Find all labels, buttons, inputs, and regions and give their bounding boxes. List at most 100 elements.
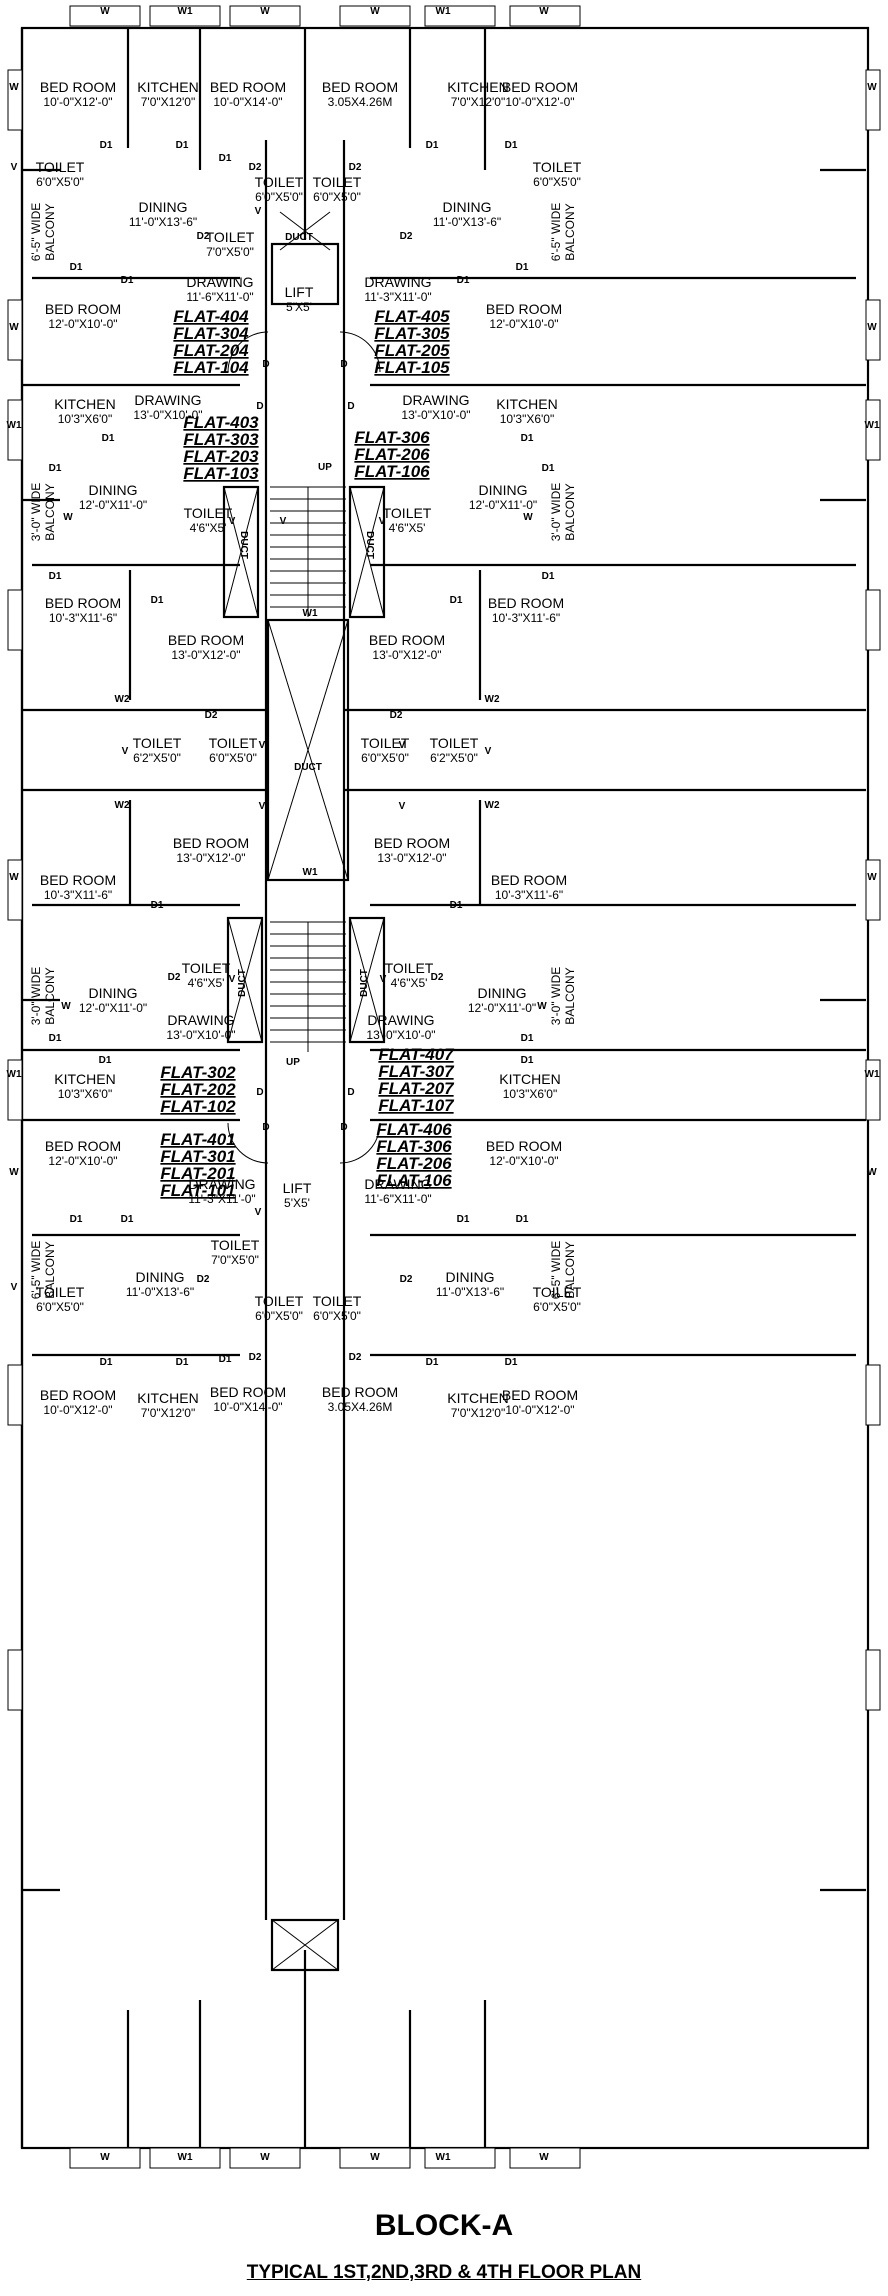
room-name: BED ROOM [210, 1384, 286, 1400]
room-name: BED ROOM [40, 79, 116, 95]
room-dimension: 12'-0"X10'-0" [48, 1154, 117, 1168]
door-tag: D [340, 359, 347, 370]
room-dimension: 6'0"X5'0" [313, 190, 361, 204]
door-tag: D1 [49, 463, 62, 474]
room-name: DINING [89, 482, 138, 498]
vent-tag: V [255, 206, 262, 217]
door-tag: D1 [505, 1357, 518, 1368]
door-tag: D [256, 401, 263, 412]
balcony-label: 3'-0" WIDE [29, 967, 43, 1026]
vent-tag: V [259, 740, 266, 751]
room-name: TOILET [255, 174, 304, 190]
flat-number: FLAT-403 [183, 413, 259, 432]
flat-number: FLAT-301 [160, 1147, 235, 1166]
door-swing-arc [339, 331, 381, 373]
vent-tag: V [229, 516, 236, 527]
flat-number: FLAT-404 [173, 307, 249, 326]
room-name: TOILET [430, 735, 479, 751]
room-dimension: 10'-3"X11'-6" [44, 888, 112, 902]
window-tag: W2 [115, 694, 130, 705]
room-name: BED ROOM [502, 79, 578, 95]
room-name: DINING [139, 199, 188, 215]
window-left [7, 1059, 23, 1121]
room-dimension: 6'0"X5'0" [533, 1300, 581, 1314]
balcony-label: 3'-0" WIDE [549, 967, 563, 1026]
window-right [865, 1059, 881, 1121]
window-tag: W [61, 1001, 71, 1012]
room-name: BED ROOM [374, 835, 450, 851]
door-tag: D2 [431, 972, 444, 983]
room-dimension: 11'-0"X13'-6" [433, 215, 501, 229]
windows [7, 5, 881, 2169]
flat-number: FLAT-206 [376, 1154, 452, 1173]
room-name: KITCHEN [447, 1390, 508, 1406]
door-swing-arc [227, 331, 269, 373]
window-left [7, 589, 23, 651]
lift-cross-2 [271, 1919, 339, 1971]
window-tag: W1 [178, 2152, 193, 2163]
room-dimension: 6'0"X5'0" [255, 1309, 303, 1323]
duct-north-cross-2 [279, 211, 331, 251]
duct-ne-cross-2 [349, 486, 385, 618]
room-name: TOILET [182, 960, 231, 976]
room-dimension: 4'6"X5' [389, 521, 426, 535]
room-dimension: 6'0"X5'0" [361, 751, 409, 765]
room-name: KITCHEN [137, 1390, 198, 1406]
labels: BED ROOM10'-0"X12'-0"KITCHEN7'0"X12'0"BE… [7, 6, 880, 2163]
door-tag: D1 [100, 1357, 113, 1368]
balcony-label: BALCONY [563, 967, 577, 1024]
window-right [865, 859, 881, 921]
window-tag: W1 [436, 2152, 451, 2163]
room-name: BED ROOM [322, 1384, 398, 1400]
stair-up-label: UP [318, 462, 332, 473]
balcony-label: BALCONY [563, 203, 577, 260]
window-tag: W [539, 2152, 549, 2163]
room-name: BED ROOM [168, 632, 244, 648]
room-name: BED ROOM [45, 301, 121, 317]
room-dimension: 10'3"X6'0" [500, 412, 554, 426]
flat-number: FLAT-106 [376, 1171, 452, 1190]
balcony-label: BALCONY [43, 1241, 57, 1298]
room-dimension: 7'0"X5'0" [211, 1253, 259, 1267]
window-bottom [424, 2147, 496, 2169]
room-dimension: 3.05X4.26M [328, 95, 393, 109]
window-bottom [69, 2147, 141, 2169]
room-dimension: 10'-3"X11'-6" [49, 611, 117, 625]
room-dimension: 11'-6"X11'-0" [364, 1192, 431, 1206]
vent-tag: V [11, 162, 18, 173]
window-tag: W [867, 82, 877, 93]
door-tag: D1 [516, 1214, 529, 1225]
room-name: DRAWING [364, 1176, 431, 1192]
room-dimension: 6'0"X5'0" [209, 751, 257, 765]
room-name: TOILET [209, 735, 258, 751]
room-dimension: 4'6"X5' [391, 976, 428, 990]
flat-number: FLAT-406 [376, 1120, 452, 1139]
room-name: DINING [443, 199, 492, 215]
window-top [424, 5, 496, 27]
room-dimension: 10'-0"X12'-0" [505, 95, 574, 109]
flat-number: FLAT-405 [374, 307, 450, 326]
room-dimension: 7'0"X12'0" [141, 1406, 195, 1420]
room-dimension: 6'0"X5'0" [36, 175, 84, 189]
door-tag: D1 [542, 571, 555, 582]
door-tag: D1 [426, 140, 439, 151]
door-tag: D2 [349, 162, 362, 173]
room-name: BED ROOM [210, 79, 286, 95]
window-top [339, 5, 411, 27]
door-tag: D2 [400, 231, 413, 242]
window-right [865, 69, 881, 131]
flat-number: FLAT-303 [183, 430, 259, 449]
room-name: LIFT [283, 1180, 312, 1196]
room-name: DRAWING [167, 1012, 234, 1028]
room-dimension: 13'-0"X10'-0" [166, 1028, 235, 1042]
window-tag: W [260, 6, 270, 17]
room-name: TOILET [211, 1237, 260, 1253]
duct-shaft-nw [222, 485, 260, 619]
room-name: DRAWING [402, 392, 469, 408]
room-dimension: 11'-6"X11'-0" [186, 290, 253, 304]
balcony-label: 6'-5" WIDE [549, 1241, 563, 1300]
flat-number: FLAT-207 [378, 1079, 455, 1098]
duct-cross-2 [267, 619, 349, 881]
window-left [7, 859, 23, 921]
